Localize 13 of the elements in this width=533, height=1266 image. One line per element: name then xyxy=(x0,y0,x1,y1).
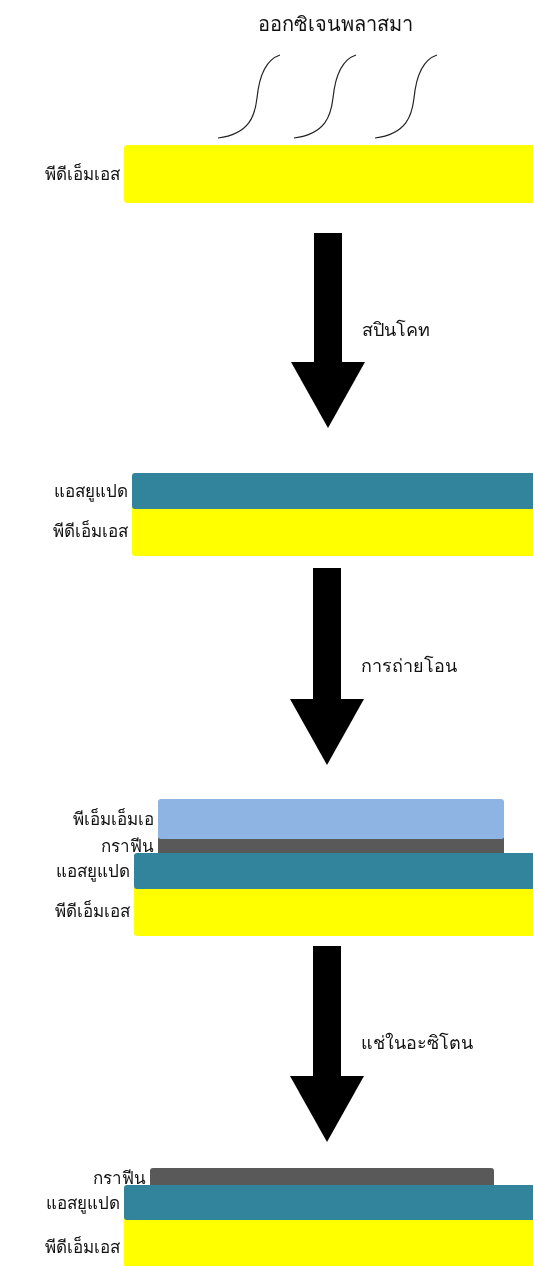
layer-label: พีดีเอ็มเอส xyxy=(45,1237,120,1257)
layer-label: พีดีเอ็มเอส xyxy=(53,521,128,541)
process-arrow xyxy=(290,568,364,765)
layer-label: กราฟีน xyxy=(101,836,154,856)
layer-label: กราฟีน xyxy=(93,1168,146,1188)
layer-label: พีดีเอ็มเอส xyxy=(55,901,130,921)
layer-label: แอสยูแปด xyxy=(56,861,130,881)
process-arrow xyxy=(290,946,364,1142)
layer-label: แอสยูแปด xyxy=(46,1193,120,1212)
layer-label: แอสยูแปด xyxy=(54,481,128,501)
layer-label: พีดีเอ็มเอส xyxy=(45,164,120,184)
layer-label: พีเอ็มเอ็มเอ xyxy=(73,809,154,829)
process-note: ออกซิเจนพลาสมา xyxy=(258,11,413,38)
